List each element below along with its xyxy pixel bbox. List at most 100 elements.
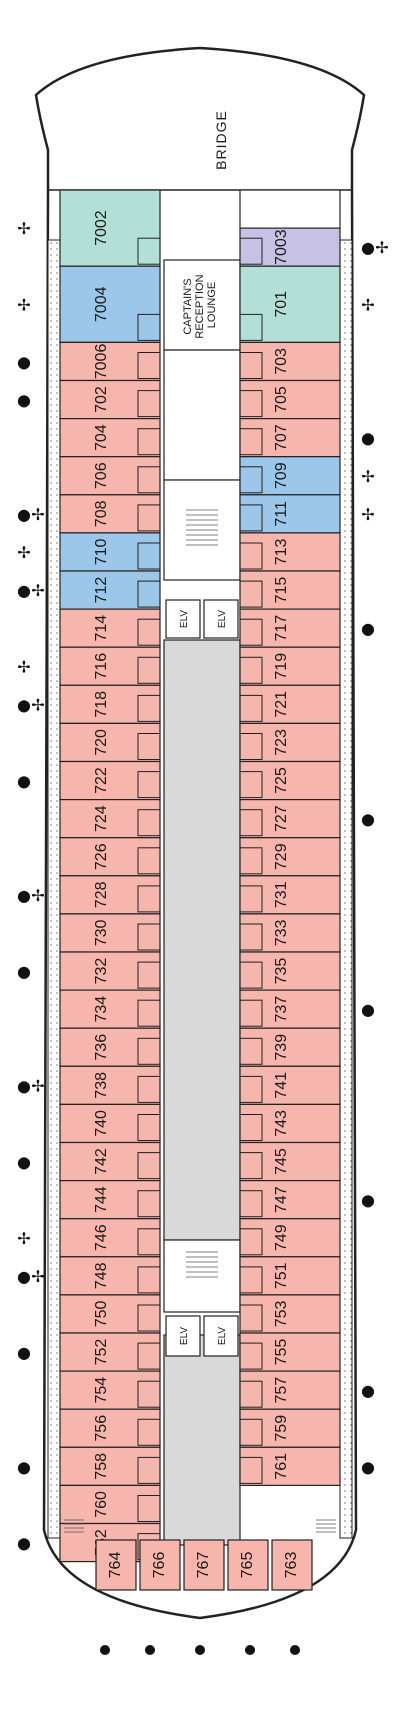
elevator-fwd-1: [165, 599, 201, 639]
star-symbol-plus: ✢: [361, 505, 374, 524]
star-cabin-743[interactable]: 743: [239, 1103, 341, 1144]
star-symbol-dot: ●: [361, 1000, 375, 1019]
stern-cabin-765[interactable]: 765: [227, 1539, 269, 1591]
port-cabin-724[interactable]: 724: [59, 798, 161, 839]
port-cabin-710[interactable]: 710: [59, 532, 161, 572]
star-cabin-731[interactable]: 731: [239, 875, 341, 915]
star-cabin-717[interactable]: 717: [239, 608, 341, 648]
port-cabin-736[interactable]: 736: [59, 1027, 161, 1067]
port-cabin-746[interactable]: 746: [59, 1218, 161, 1258]
star-cabin-737[interactable]: 737: [239, 989, 341, 1029]
star-cabin-739[interactable]: 739: [239, 1027, 341, 1067]
star-cabin-753[interactable]: 753: [239, 1294, 341, 1334]
star-cabin-709[interactable]: 709: [239, 456, 341, 496]
port-cabin-708[interactable]: 708: [59, 494, 161, 534]
star-cabin-715[interactable]: 715: [239, 570, 341, 610]
stern-cabin-764[interactable]: 764: [95, 1539, 137, 1591]
lounge-label-line3: LOUNGE: [206, 282, 218, 328]
star-cabin-757[interactable]: 757: [239, 1370, 341, 1410]
port-cabin-760[interactable]: 760: [59, 1484, 161, 1525]
port-cabin-712[interactable]: 712: [59, 570, 161, 610]
star-cabin-703[interactable]: 703: [239, 341, 341, 382]
port-cabin-7006[interactable]: 7006: [59, 341, 161, 382]
star-cabin-725[interactable]: 725: [239, 760, 341, 801]
port-cabin-750[interactable]: 750: [59, 1294, 161, 1334]
stern-cabin-766[interactable]: 766: [139, 1539, 181, 1591]
elevator-aft-1: [165, 1315, 201, 1357]
star-cabin-number: 703: [273, 348, 290, 375]
port-cabin-728[interactable]: 728: [59, 875, 161, 915]
port-cabin-718[interactable]: 718: [59, 684, 161, 724]
star-cabin-7003[interactable]: 7003: [239, 227, 341, 267]
port-cabin-number: 726: [93, 843, 110, 870]
port-cabin-720[interactable]: 720: [59, 722, 161, 763]
accessibility-symbols: ✢✢●●✢●✢✢●✢✢●●✢●●✢●●✢✢●●●●●✢✢●✢✢●●●●●●: [17, 219, 389, 1552]
port-cabin-752[interactable]: 752: [59, 1332, 161, 1372]
stern-cabin-number: 764: [107, 1552, 124, 1579]
port-cabin-740[interactable]: 740: [59, 1103, 161, 1144]
port-cabin-number: 722: [93, 767, 110, 794]
port-cabin-7004[interactable]: 7004: [59, 265, 161, 344]
port-cabin-number: 738: [93, 1072, 110, 1099]
star-cabin-723[interactable]: 723: [239, 722, 341, 763]
port-cabin-732[interactable]: 732: [59, 951, 161, 991]
port-cabin-742[interactable]: 742: [59, 1141, 161, 1182]
star-cabin-705[interactable]: 705: [239, 379, 341, 420]
port-cabin-738[interactable]: 738: [59, 1065, 161, 1106]
star-cabin-711[interactable]: 711: [239, 494, 341, 534]
lounge-label-line1: CAPTAIN'S: [182, 278, 194, 334]
port-cabin-734[interactable]: 734: [59, 989, 161, 1029]
star-cabin-741[interactable]: 741: [239, 1065, 341, 1106]
star-cabin-733[interactable]: 733: [239, 913, 341, 953]
port-cabin-756[interactable]: 756: [59, 1408, 161, 1448]
stern-cabin-763[interactable]: 763: [271, 1539, 313, 1591]
star-cabin-759[interactable]: 759: [239, 1408, 341, 1448]
stern-cabin-number: 767: [195, 1552, 212, 1579]
stern-symbol-dot: [195, 1645, 205, 1655]
captains-reception-lounge: CAPTAIN'S RECEPTION LOUNGE: [163, 259, 241, 351]
star-cabin-729[interactable]: 729: [239, 837, 341, 877]
star-cabin-749[interactable]: 749: [239, 1218, 341, 1258]
star-cabin-blank[interactable]: [239, 189, 341, 229]
star-cabin-735[interactable]: 735: [239, 951, 341, 991]
port-cabin-706[interactable]: 706: [59, 456, 161, 496]
port-cabin-714[interactable]: 714: [59, 608, 161, 648]
stern-cabin-767[interactable]: 767: [183, 1539, 225, 1591]
port-cabin-730[interactable]: 730: [59, 913, 161, 953]
port-cabin-number: 724: [93, 805, 110, 832]
star-cabin-751[interactable]: 751: [239, 1256, 341, 1296]
port-cabin-7002[interactable]: 7002: [59, 189, 161, 267]
star-cabin-755[interactable]: 755: [239, 1332, 341, 1372]
port-cabin-704[interactable]: 704: [59, 418, 161, 458]
port-cabin-number: 704: [93, 424, 110, 451]
port-cabin-758[interactable]: 758: [59, 1446, 161, 1487]
star-symbol-plus: ✢: [375, 238, 388, 257]
port-cabin-number: 740: [93, 1110, 110, 1137]
port-cabin-754[interactable]: 754: [59, 1370, 161, 1410]
port-cabin-744[interactable]: 744: [59, 1179, 161, 1220]
stern-stairs-starboard: [316, 1519, 336, 1533]
star-cabin-727[interactable]: 727: [239, 798, 341, 839]
port-cabin-748[interactable]: 748: [59, 1256, 161, 1296]
port-cabin-722[interactable]: 722: [59, 760, 161, 801]
port-symbol-dot: ●: [17, 352, 31, 371]
star-cabin-747[interactable]: 747: [239, 1179, 341, 1220]
star-cabin-761[interactable]: 761: [239, 1446, 341, 1487]
star-cabin-707[interactable]: 707: [239, 418, 341, 458]
elevator-aft-2: [203, 1315, 239, 1357]
star-cabin-701[interactable]: 701: [239, 265, 341, 344]
port-cabin-number: 754: [93, 1377, 110, 1404]
port-cabin-702[interactable]: 702: [59, 379, 161, 420]
star-cabin-745[interactable]: 745: [239, 1141, 341, 1182]
star-cabin-721[interactable]: 721: [239, 684, 341, 724]
star-cabin-719[interactable]: 719: [239, 646, 341, 686]
star-cabin-713[interactable]: 713: [239, 532, 341, 572]
port-cabin-726[interactable]: 726: [59, 837, 161, 877]
star-cabin-number: 741: [273, 1072, 290, 1099]
port-cabin-716[interactable]: 716: [59, 646, 161, 686]
star-cabin-number: 715: [273, 577, 290, 604]
star-cabin-number: 749: [273, 1224, 290, 1251]
port-cabin-number: 736: [93, 1034, 110, 1061]
